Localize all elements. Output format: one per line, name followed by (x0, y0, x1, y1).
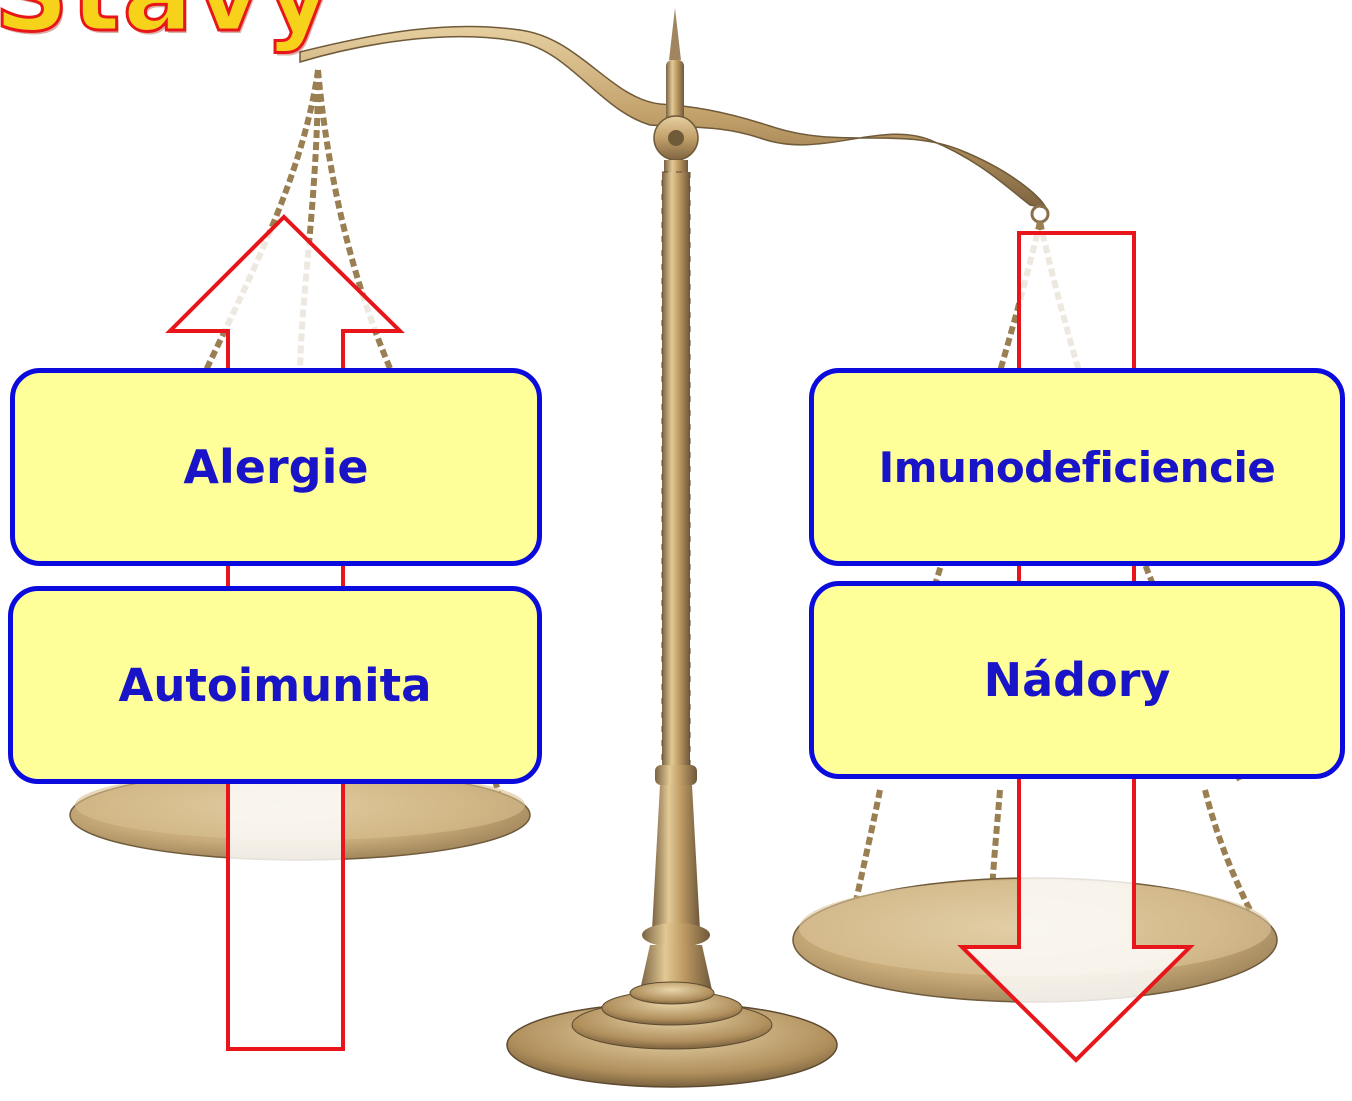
autoimmunity-box: Autoimunita (8, 586, 542, 784)
immunodeficiency-label: Imunodeficiencie (879, 443, 1276, 492)
slide-title-fragment: Stavy (0, 0, 334, 46)
tumors-box: Nádory (809, 581, 1345, 779)
allergy-label: Alergie (183, 440, 368, 494)
scale-base (507, 982, 837, 1087)
allergy-box: Alergie (10, 368, 542, 566)
autoimmunity-label: Autoimunita (119, 659, 432, 712)
immunodeficiency-box: Imunodeficiencie (809, 368, 1345, 566)
tumors-label: Nádory (984, 653, 1171, 707)
center-column (640, 8, 712, 990)
